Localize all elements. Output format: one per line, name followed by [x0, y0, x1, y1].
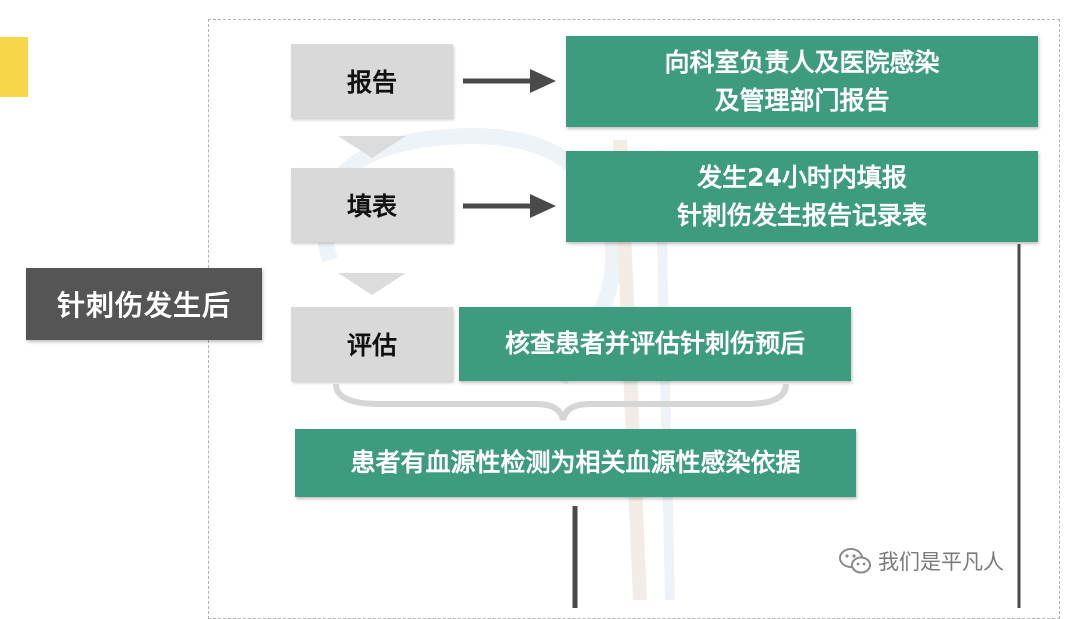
action-basis: 患者有血源性检测为相关血源性感染依据 [295, 429, 856, 497]
chevron-down-icon [338, 136, 406, 158]
step-form-label: 填表 [346, 192, 397, 221]
trigger-label: 针刺伤发生后 [56, 289, 231, 322]
arrow-form-head [530, 194, 556, 218]
action-form-line1: 发生24小时内填报 [697, 162, 907, 192]
step-report-label: 报告 [346, 68, 397, 97]
step-assess: 评估 [291, 307, 453, 381]
wechat-icon [839, 548, 871, 574]
action-form: 发生24小时内填报 针刺伤发生报告记录表 [566, 151, 1038, 242]
action-report-line1: 向科室负责人及医院感染 [664, 47, 940, 77]
step-form: 填表 [291, 168, 453, 242]
action-report-line2: 及管理部门报告 [714, 85, 890, 115]
action-form-line2: 针刺伤发生报告记录表 [676, 200, 927, 230]
accent-bar [0, 37, 28, 97]
brace-connector [333, 383, 789, 421]
watermark-text: 我们是平凡人 [878, 550, 1004, 574]
watermark: 我们是平凡人 [838, 544, 1048, 578]
action-assess: 核查患者并评估针刺伤预后 [459, 307, 851, 381]
chevron-down-icon [338, 273, 406, 295]
action-basis-label: 患者有血源性检测为相关血源性感染依据 [350, 448, 801, 477]
step-report: 报告 [291, 44, 453, 118]
action-report: 向科室负责人及医院感染 及管理部门报告 [566, 36, 1038, 127]
trigger-box: 针刺伤发生后 [26, 268, 262, 340]
step-assess-label: 评估 [346, 331, 397, 360]
action-assess-label: 核查患者并评估针刺伤预后 [504, 329, 805, 358]
arrow-report-head [530, 69, 556, 93]
